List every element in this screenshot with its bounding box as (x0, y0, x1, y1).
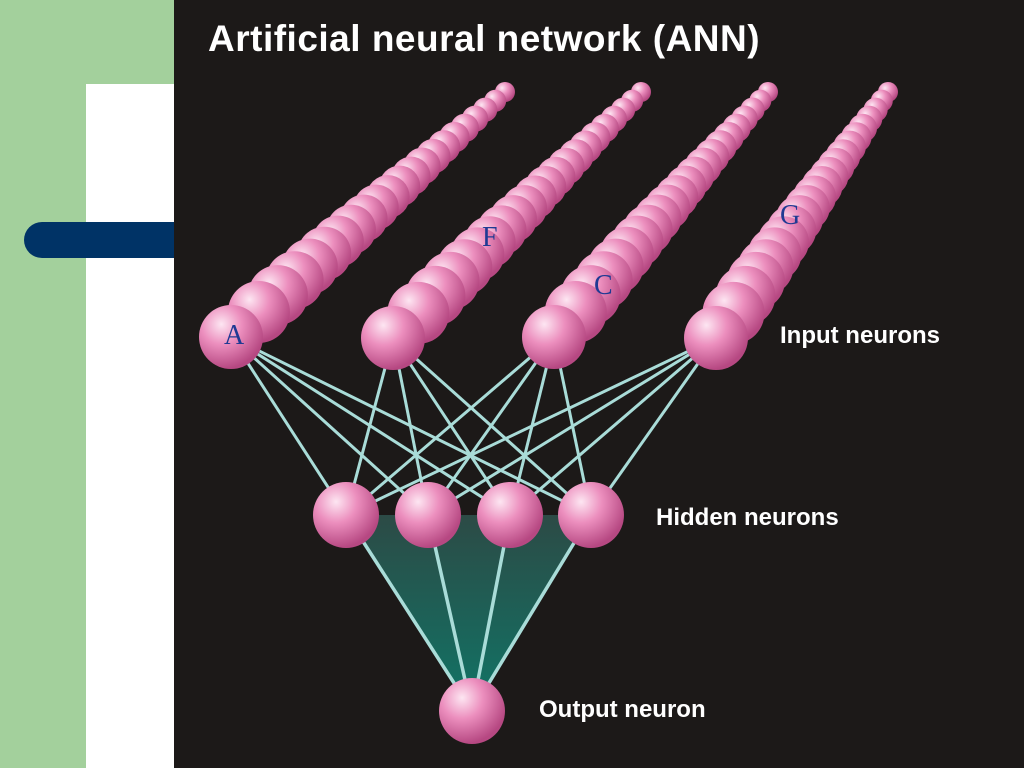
input-hidden-connection (509, 336, 717, 517)
hidden-neuron (558, 482, 624, 548)
hidden-output-connection (470, 514, 512, 712)
diagram-title: Artificial neural network (ANN) (208, 18, 761, 59)
input-neuron (684, 306, 748, 370)
slide-green-top (86, 0, 176, 84)
input-neuron-row (522, 82, 778, 369)
hidden-neuron (313, 482, 379, 548)
output-neuron-label: Output neuron (539, 696, 706, 723)
output-layer (439, 678, 505, 744)
input-neuron-row (199, 82, 515, 369)
hidden-neurons-label: Hidden neurons (656, 504, 839, 531)
hidden-output-connection (344, 514, 474, 712)
input-hidden-connection (426, 336, 556, 516)
input-hidden-connection (427, 336, 717, 517)
input-neuron (522, 305, 586, 369)
letter-f: F (482, 222, 498, 253)
slide-navy-bar (24, 222, 194, 258)
hidden-neuron (395, 482, 461, 548)
input-neuron-row (361, 82, 651, 370)
input-neuron (199, 305, 263, 369)
hidden-layer (313, 482, 624, 548)
hidden-output-connections (344, 514, 593, 712)
output-fan-shape (346, 515, 591, 711)
input-hidden-connection (229, 335, 430, 517)
letter-c: C (594, 270, 613, 301)
input-hidden-connection (345, 335, 555, 517)
input-hidden-connection (589, 337, 718, 516)
hidden-output-connection (470, 514, 593, 712)
letter-a: A (224, 320, 245, 351)
input-neuron-row (684, 82, 898, 370)
input-neuron-rows (199, 82, 898, 370)
input-hidden-connection (345, 336, 717, 517)
output-fan (346, 515, 591, 711)
hidden-output-connection (426, 514, 474, 712)
letter-g: G (780, 200, 801, 231)
input-hidden-connections (229, 335, 718, 517)
output-neuron (439, 678, 505, 744)
slide-green-strip (0, 0, 86, 768)
input-neurons-label: Input neurons (780, 322, 940, 349)
input-neuron (361, 306, 425, 370)
hidden-neuron (477, 482, 543, 548)
input-hidden-connection (229, 336, 348, 516)
